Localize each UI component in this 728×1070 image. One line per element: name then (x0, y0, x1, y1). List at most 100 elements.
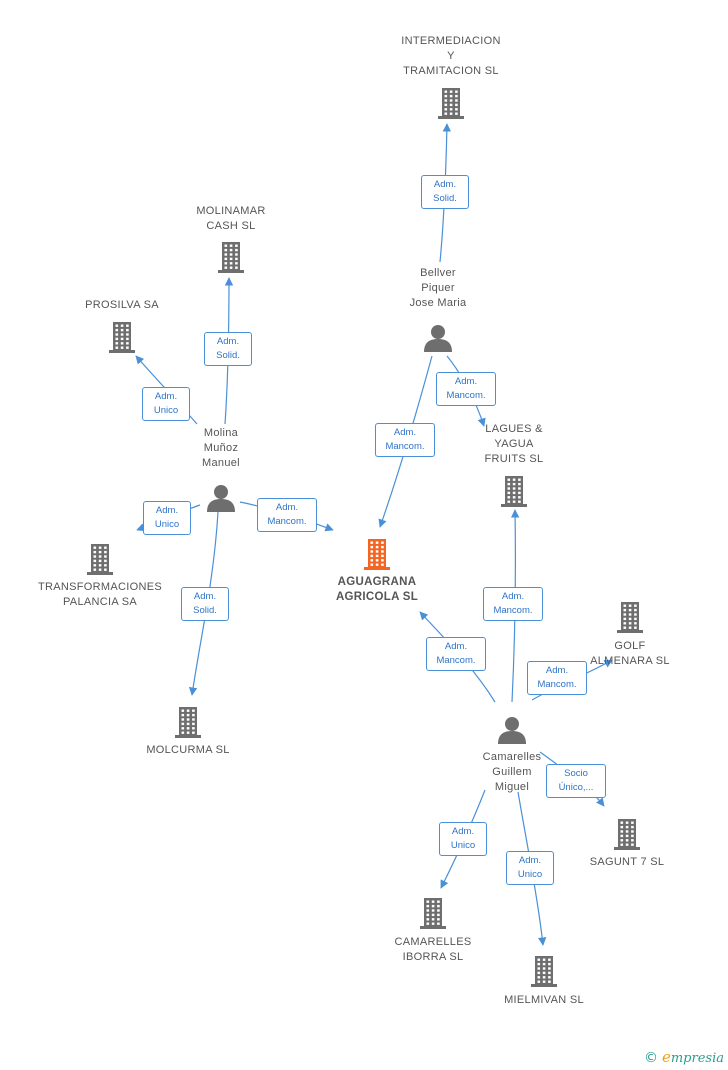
node-label-line: PALANCIA SA (62, 596, 138, 608)
relation-label[interactable]: Adm.Mancom. (426, 637, 486, 671)
relation-label[interactable]: Adm. Unico (143, 501, 191, 535)
relation-label-line: Solid. (193, 605, 217, 616)
node-label-line: AGRICOLA SL (335, 591, 419, 603)
node-label-line: Miguel (494, 781, 530, 793)
relation-label-line: Unico (153, 405, 179, 416)
node-label: MOLCURMA SL (113, 743, 263, 758)
building-icon (610, 598, 650, 638)
company-node[interactable]: PROSILVA SA (47, 298, 197, 358)
relation-label-line: Adm. (444, 641, 468, 652)
main-company-node[interactable]: AGUAGRANA AGRICOLA SL (302, 535, 452, 605)
company-node[interactable]: MOLCURMA SL (113, 703, 263, 758)
building-icon (494, 472, 534, 512)
relation-label-line: Adm. (454, 376, 478, 387)
company-node[interactable]: MOLINAMAR CASH SL (156, 204, 306, 278)
relation-label-line: Adm. (518, 855, 542, 866)
company-node[interactable]: LAGUES & YAGUA FRUITS SL (439, 422, 589, 512)
company-node[interactable]: SAGUNT 7 SL (552, 815, 702, 870)
node-label-line: SAGUNT 7 SL (589, 856, 665, 868)
building-icon (431, 84, 471, 124)
relation-label-line: Único,... (558, 782, 594, 793)
relation-label-line: Adm. (154, 391, 178, 402)
building-icon (80, 540, 120, 580)
node-label: TRANSFORMACIONES PALANCIA SA (25, 580, 175, 610)
node-label-line: PROSILVA SA (85, 299, 159, 311)
relation-label-line: Mancom. (385, 441, 425, 452)
node-label-line: Guillem (492, 766, 532, 778)
relation-label[interactable]: Adm. Solid. (421, 175, 469, 209)
person-icon (492, 710, 532, 750)
node-label: MIELMIVAN SL (469, 993, 619, 1008)
relation-label[interactable]: Adm.Mancom. (257, 498, 317, 532)
node-label: AGUAGRANA AGRICOLA SL (302, 575, 452, 605)
relation-label-line: Unico (154, 519, 180, 530)
relation-label[interactable]: Adm. Mancom. (375, 423, 435, 457)
relation-label[interactable]: Adm.Mancom. (483, 587, 543, 621)
building-icon (211, 238, 251, 278)
relation-label[interactable]: Adm. Solid. (204, 332, 252, 366)
relation-label-line: Adm. (433, 179, 457, 190)
person-icon (418, 318, 458, 358)
relation-label-line: Mancom. (446, 390, 486, 401)
relation-label[interactable]: Adm. Mancom. (436, 372, 496, 406)
building-icon (413, 894, 453, 934)
relation-label[interactable]: Adm.Mancom. (527, 661, 587, 695)
relation-label-line: Adm. (155, 505, 179, 516)
relation-label-line: Unico (517, 869, 543, 880)
company-node[interactable]: TRANSFORMACIONES PALANCIA SA (25, 540, 175, 610)
relation-label-line: Unico (450, 840, 476, 851)
relation-label-line: Adm. (393, 427, 417, 438)
node-label-line: MIELMIVAN SL (504, 994, 584, 1006)
building-icon (357, 535, 397, 575)
building-icon (607, 815, 647, 855)
relation-label[interactable]: Adm. Unico (506, 851, 554, 885)
relation-label-line: Adm. (193, 591, 217, 602)
relation-label-line: Solid. (433, 193, 457, 204)
node-label-line: MOLCURMA SL (146, 744, 230, 756)
node-label: MOLINAMAR CASH SL (156, 204, 306, 234)
node-label-line: CAMARELLES (394, 936, 472, 948)
building-icon (524, 952, 564, 992)
relation-label[interactable]: Adm. Unico (439, 822, 487, 856)
node-label-line: Manuel (202, 457, 240, 469)
node-label-line: Y (447, 50, 455, 62)
node-label-line: LAGUES & (485, 423, 543, 435)
relation-label-line: Socio (564, 768, 588, 779)
node-label-line: TRANSFORMACIONES (38, 581, 162, 593)
node-label: INTERMEDIACION Y TRAMITACION SL (376, 34, 526, 79)
relation-label[interactable]: Adm. Unico (142, 387, 190, 421)
node-label-line: Molina (203, 427, 239, 439)
relation-label[interactable]: Adm. Solid. (181, 587, 229, 621)
node-label-line: CASH SL (206, 220, 256, 232)
node-label-line: TRAMITACION SL (403, 65, 499, 77)
relation-label-line: Adm. (501, 591, 525, 602)
relation-label-line: Adm. (216, 336, 240, 347)
node-label-line: Bellver (420, 267, 456, 279)
node-label-line: Piquer (421, 282, 455, 294)
node-label-line: AGUAGRANA (337, 576, 417, 588)
node-label-line: YAGUA (494, 438, 534, 450)
company-node[interactable]: INTERMEDIACION Y TRAMITACION SL (376, 34, 526, 124)
relation-label-line: Mancom. (267, 516, 307, 527)
relation-label-line: Solid. (216, 350, 240, 361)
node-label-line: MOLINAMAR (196, 205, 266, 217)
node-label-line: Jose Maria (409, 297, 467, 309)
relation-label-line: Adm. (451, 826, 475, 837)
node-label-line: FRUITS SL (484, 453, 544, 465)
company-node[interactable]: MIELMIVAN SL (469, 952, 619, 1008)
node-label-line: INTERMEDIACION (401, 35, 501, 47)
node-label: LAGUES & YAGUA FRUITS SL (439, 422, 589, 467)
relation-label-line: Adm. (545, 665, 569, 676)
node-label: SAGUNT 7 SL (552, 855, 702, 870)
building-icon (102, 318, 142, 358)
